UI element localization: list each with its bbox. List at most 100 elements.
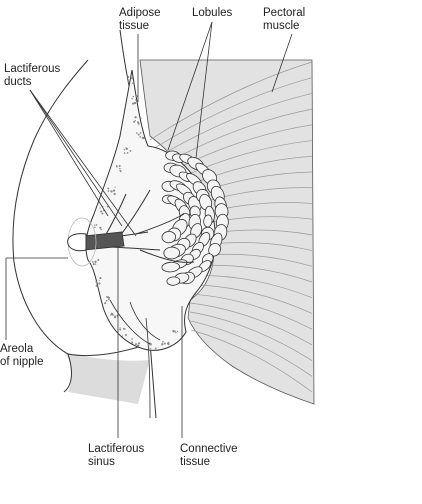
adipose-dot: [137, 344, 140, 347]
adipose-dot: [110, 314, 112, 316]
adipose-dot: [161, 343, 164, 346]
adipose-dot: [92, 263, 95, 265]
adipose-dot: [119, 327, 121, 329]
label-areola-of-nipple: Areola of nipple: [0, 343, 44, 368]
adipose-dot: [119, 328, 122, 331]
adipose-dot: [154, 349, 156, 351]
adipose-dot: [123, 152, 126, 154]
adipose-dot: [139, 117, 142, 120]
adipose-dot: [133, 101, 137, 105]
muscle-fiber: [149, 61, 313, 141]
adipose-dot: [155, 347, 157, 349]
adipose-dot: [130, 76, 133, 79]
adipose-dot: [106, 205, 109, 208]
label-lobules: Lobules: [192, 7, 233, 19]
adipose-dot: [123, 149, 126, 151]
adipose-dot: [100, 228, 102, 231]
label-lactiferous-sinus: Lactiferous sinus: [88, 443, 145, 468]
adipose-dot: [131, 338, 133, 340]
lobule: [166, 276, 181, 286]
muscle-fiber: [155, 93, 313, 159]
adipose-dot: [172, 329, 175, 332]
adipose-dot: [113, 192, 116, 196]
adipose-dot: [99, 277, 102, 280]
adipose-dot: [116, 165, 118, 168]
adipose-dot: [119, 170, 122, 173]
adipose-dot: [175, 332, 177, 334]
duct-branch-3: [135, 213, 185, 235]
label-lactiferous-ducts: Lactiferous ducts: [4, 63, 61, 88]
nipple: [67, 217, 97, 267]
adipose-dot: [126, 152, 129, 154]
adipose-dot: [122, 327, 125, 330]
adipose-dot: [94, 226, 96, 229]
adipose-dot: [99, 207, 101, 209]
leader-ducts-2: [29, 89, 123, 227]
adipose-dot: [110, 312, 114, 316]
adipose-dot: [100, 210, 103, 213]
adipose-dot: [108, 298, 110, 301]
adipose-dot: [131, 98, 133, 100]
adipose-dot: [94, 263, 97, 265]
adipose-dot: [110, 190, 113, 193]
adipose-dot: [114, 186, 116, 188]
adipose-dot: [92, 261, 94, 263]
label-connective-tissue: Connective tissue: [180, 443, 238, 468]
adipose-dot: [139, 132, 142, 134]
strand-3: [145, 317, 151, 419]
adipose-dot: [104, 302, 107, 305]
adipose-dot: [121, 335, 124, 337]
nipple-tip: [67, 233, 87, 252]
adipose-dot: [99, 226, 101, 229]
lobules: [161, 150, 229, 286]
adipose-dot: [125, 334, 127, 336]
adipose-dot: [139, 136, 142, 138]
adipose-dot: [105, 299, 108, 302]
adipose-dot: [134, 120, 136, 122]
adipose-dot: [98, 279, 100, 281]
leader-lobules-2: [195, 21, 213, 159]
label-pectoral-muscle: Pectoral muscle: [263, 7, 306, 32]
adipose-tissue: [92, 75, 179, 351]
body-shadow: [64, 352, 150, 404]
lobule: [163, 246, 180, 260]
adipose-dot: [162, 340, 164, 343]
lobule: [161, 230, 176, 244]
adipose-dot: [142, 136, 145, 140]
adipose-dot: [176, 330, 179, 333]
adipose-dot: [135, 99, 137, 101]
leader-lines: [5, 21, 293, 438]
adipose-dot: [149, 347, 152, 350]
adipose-dot: [127, 81, 130, 83]
adipose-dot: [132, 95, 135, 98]
adipose-dot: [114, 316, 117, 319]
adipose-dot: [119, 167, 121, 170]
adipose-dot: [101, 212, 104, 215]
strand-1: [109, 299, 151, 345]
adipose-dot: [131, 341, 134, 344]
adipose-dot: [106, 295, 108, 298]
adipose-dot: [125, 147, 128, 150]
adipose-dot: [134, 116, 137, 119]
adipose-dot: [132, 102, 135, 105]
adipose-dot: [137, 133, 140, 136]
muscle-fiber: [189, 311, 313, 361]
adipose-dot: [112, 189, 116, 192]
leader-ducts-1: [29, 89, 109, 217]
adipose-dot: [98, 282, 101, 285]
label-adipose-tissue: Adipose tissue: [119, 7, 161, 32]
adipose-dot: [95, 224, 98, 226]
adipose-dot: [135, 95, 138, 98]
adipose-dot: [135, 132, 138, 134]
chest-wall-line: [149, 341, 157, 419]
adipose-dot: [95, 284, 98, 287]
leader-pectoral: [271, 33, 293, 93]
adipose-dot: [95, 281, 98, 283]
adipose-dot: [131, 82, 134, 84]
connective-strands: [109, 299, 161, 419]
under-fold: [63, 353, 72, 393]
adipose-dot: [137, 122, 140, 125]
lobule: [161, 261, 180, 273]
muscle-fiber: [190, 320, 313, 377]
